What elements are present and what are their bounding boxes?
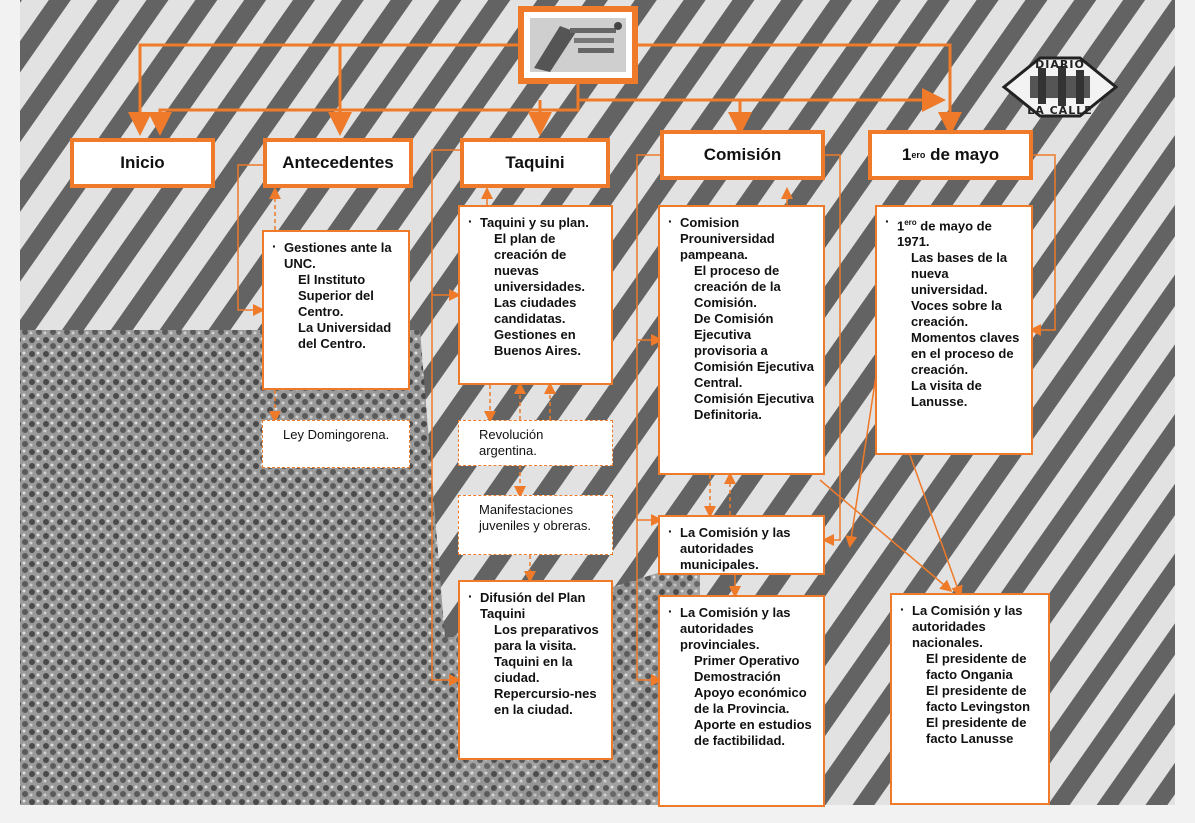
card-manifestaciones[interactable]: Manifestaciones juveniles y obreras. [458, 495, 613, 555]
card-item: Las bases de la nueva universidad. [911, 250, 1008, 298]
card-item: La Universidad del Centro. [298, 320, 392, 351]
header-antecedentes[interactable]: Antecedentes [263, 138, 413, 188]
card-item: Repercursio-nes en la ciudad. [494, 686, 597, 717]
card-text: Ley Domingorena. [283, 427, 390, 442]
card-item: Gestiones en Buenos Aires. [494, 327, 581, 358]
card-item: El proceso de creación de la Comisión. [694, 263, 781, 310]
newspaper-stamp-icon: DIARIO LA CALLE [1001, 56, 1119, 118]
card-mayo[interactable]: 1ero de mayo de 1971. Las bases de la nu… [875, 205, 1033, 455]
card-taquini-plan[interactable]: Taquini y su plan. El plan de creación d… [458, 205, 613, 385]
card-lead: Gestiones ante la UNC. [272, 238, 402, 272]
header-label-rest: de mayo [925, 145, 1000, 164]
card-item: Aporte en estudios de factibilidad. [694, 717, 812, 748]
card-lead: Difusión del Plan Taquini [468, 588, 605, 622]
card-item: Comisión Ejecutiva Definitoria. [694, 391, 814, 422]
card-lead-rest: de mayo de 1971. [897, 218, 996, 250]
card-item: Taquini en la ciudad. [494, 654, 573, 685]
stamp-bottom-text: LA CALLE [1027, 104, 1092, 117]
card-item: El plan de creación de nuevas universida… [494, 231, 586, 294]
header-comision[interactable]: Comisión [660, 130, 825, 180]
card-lead: Comision Prouniversidad pampeana. [668, 213, 817, 263]
card-comision[interactable]: Comision Prouniversidad pampeana. El pro… [658, 205, 825, 475]
card-item: El presidente de facto Lanusse [926, 715, 1027, 746]
card-lead: La Comisión y las autoridades municipale… [668, 523, 817, 573]
header-inicio[interactable]: Inicio [70, 138, 215, 188]
card-item: El presidente de facto Ongania [926, 651, 1027, 682]
card-item: Primer Operativo Demostración [694, 653, 800, 684]
header-label: Taquini [505, 153, 565, 172]
header-label: Antecedentes [282, 153, 394, 172]
card-lead-sup: ero [904, 218, 917, 227]
card-item: Momentos claves en el proceso de creació… [911, 330, 1020, 378]
card-municipales[interactable]: La Comisión y las autoridades municipale… [658, 515, 825, 575]
card-item: La visita de Lanusse. [911, 378, 982, 410]
card-antecedentes[interactable]: Gestiones ante la UNC. El Instituto Supe… [262, 230, 410, 390]
card-item: El presidente de facto Levingston [926, 683, 1031, 714]
header-label-num: 1 [901, 145, 912, 164]
card-lead: La Comisión y las autoridades nacionales… [900, 601, 1042, 651]
header-label: Inicio [120, 153, 165, 172]
card-lead: 1ero de mayo de 1971. [885, 213, 1025, 250]
card-lead-num: 1 [897, 218, 905, 234]
card-difusion[interactable]: Difusión del Plan Taquini Los preparativ… [458, 580, 613, 760]
header-label-sup: ero [911, 150, 926, 160]
card-nacionales[interactable]: La Comisión y las autoridades nacionales… [890, 593, 1050, 805]
poster-thumbnail[interactable] [518, 6, 638, 84]
card-item: El Instituto Superior del Centro. [298, 272, 374, 319]
poster-thumbnail-icon [530, 18, 626, 72]
card-item: Voces sobre la creación. [911, 298, 1002, 330]
card-item: Las ciudades candidatas. [494, 295, 577, 326]
newspaper-stamp: DIARIO LA CALLE [1000, 54, 1120, 120]
card-lead: La Comisión y las autoridades provincial… [668, 603, 817, 653]
card-text: Manifestaciones juveniles y obreras. [479, 502, 591, 533]
header-taquini[interactable]: Taquini [460, 138, 610, 188]
header-label: Comisión [703, 145, 782, 164]
card-lead: Taquini y su plan. [468, 213, 605, 231]
card-provinciales[interactable]: La Comisión y las autoridades provincial… [658, 595, 825, 807]
card-item: De Comisión Ejecutiva provisoria a Comis… [694, 311, 814, 390]
card-ley-domingorena[interactable]: Ley Domingorena. [262, 420, 410, 468]
card-revolucion[interactable]: Revolución argentina. [458, 420, 613, 466]
card-text: Revolución argentina. [479, 427, 544, 458]
card-item: Los preparativos para la visita. [494, 622, 599, 653]
card-item: Apoyo económico de la Provincia. [694, 685, 807, 716]
stamp-top-text: DIARIO [1035, 58, 1085, 71]
